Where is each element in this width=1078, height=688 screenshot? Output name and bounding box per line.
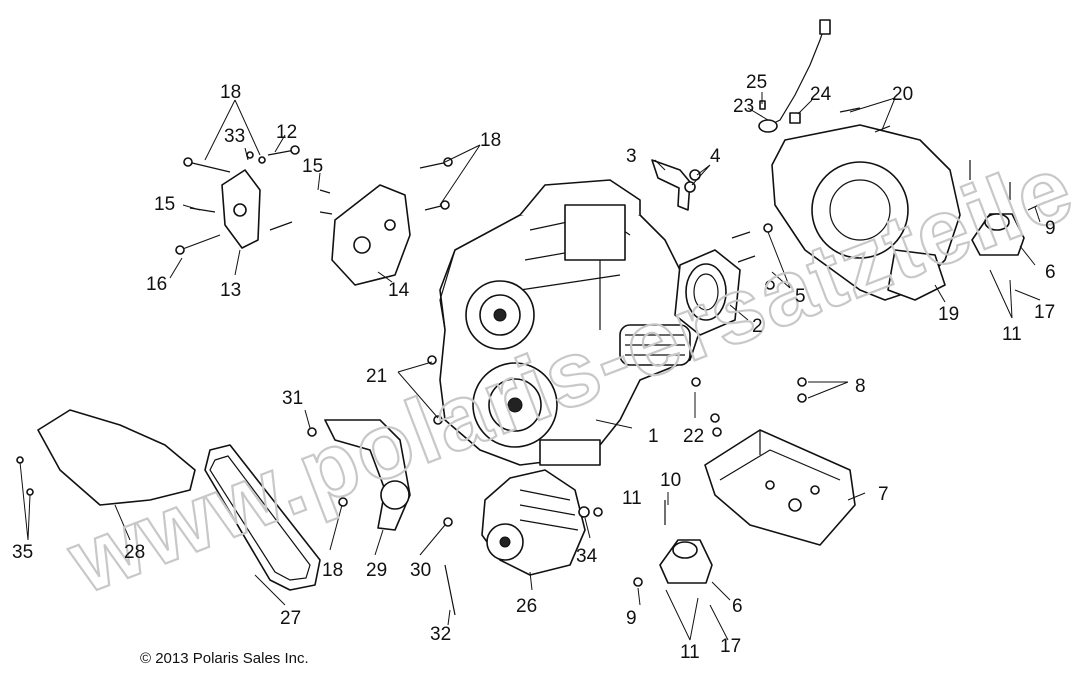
callout-labels: 1 2 3 4 5 6 6 7 8 9 9 10 11 11 11 12 13 … (12, 72, 1056, 663)
callout-10: 10 (660, 470, 681, 491)
callout-15a: 15 (302, 156, 323, 177)
tensioner-arm (324, 419, 411, 531)
callout-30: 30 (410, 560, 431, 581)
callout-17a: 17 (1034, 302, 1055, 323)
callout-4: 4 (710, 146, 721, 167)
callout-22: 22 (683, 426, 704, 447)
callout-12: 12 (276, 122, 297, 143)
bracket-14 (331, 184, 411, 286)
callout-17b: 17 (720, 636, 741, 657)
callout-23: 23 (733, 96, 754, 117)
callout-34: 34 (576, 546, 598, 567)
callout-13: 13 (220, 280, 241, 301)
leader-lines (19, 92, 1041, 641)
callout-11a: 11 (1002, 324, 1022, 345)
callout-9a: 9 (1045, 218, 1056, 239)
callout-27: 27 (280, 608, 301, 629)
alternator (481, 469, 586, 576)
callout-9b: 9 (626, 608, 637, 629)
bracket-13 (221, 169, 261, 249)
callout-16: 16 (146, 274, 167, 295)
callout-25: 25 (746, 72, 767, 93)
callout-31: 31 (282, 388, 303, 409)
drive-belt (204, 444, 321, 591)
engine-assembly (439, 179, 701, 466)
callout-21: 21 (366, 366, 387, 387)
callout-29: 29 (366, 560, 387, 581)
skid-plate (704, 429, 856, 546)
belt-guard (37, 409, 196, 506)
callout-6a: 6 (1045, 262, 1056, 283)
callout-19: 19 (938, 304, 959, 325)
callout-15b: 15 (154, 194, 175, 215)
callout-2: 2 (752, 316, 763, 337)
seal-plate (674, 249, 741, 336)
callout-14: 14 (388, 280, 410, 301)
callout-7: 7 (878, 484, 889, 505)
callout-18a: 18 (220, 82, 241, 103)
callout-6b: 6 (732, 596, 743, 617)
callout-33: 33 (224, 126, 245, 147)
callout-28: 28 (124, 542, 145, 563)
callout-24: 24 (810, 84, 832, 105)
callout-18b: 18 (480, 130, 501, 151)
callout-20: 20 (892, 84, 913, 105)
callout-35: 35 (12, 542, 33, 563)
copyright-notice: © 2013 Polaris Sales Inc. (140, 650, 309, 667)
callout-11c: 11 (680, 642, 700, 663)
callout-3: 3 (626, 146, 637, 167)
callout-5: 5 (795, 286, 806, 307)
callout-32: 32 (430, 624, 451, 645)
callout-8: 8 (855, 376, 866, 397)
engine-mount-upper (971, 213, 1025, 256)
sensor-wire (758, 19, 831, 133)
callout-11b: 11 (622, 488, 642, 509)
callout-18c: 18 (322, 560, 343, 581)
callout-26: 26 (516, 596, 537, 617)
bell-housing (771, 124, 961, 301)
engine-mount-lower (659, 539, 713, 584)
bracket-3 (651, 159, 691, 211)
callout-1: 1 (648, 426, 659, 447)
